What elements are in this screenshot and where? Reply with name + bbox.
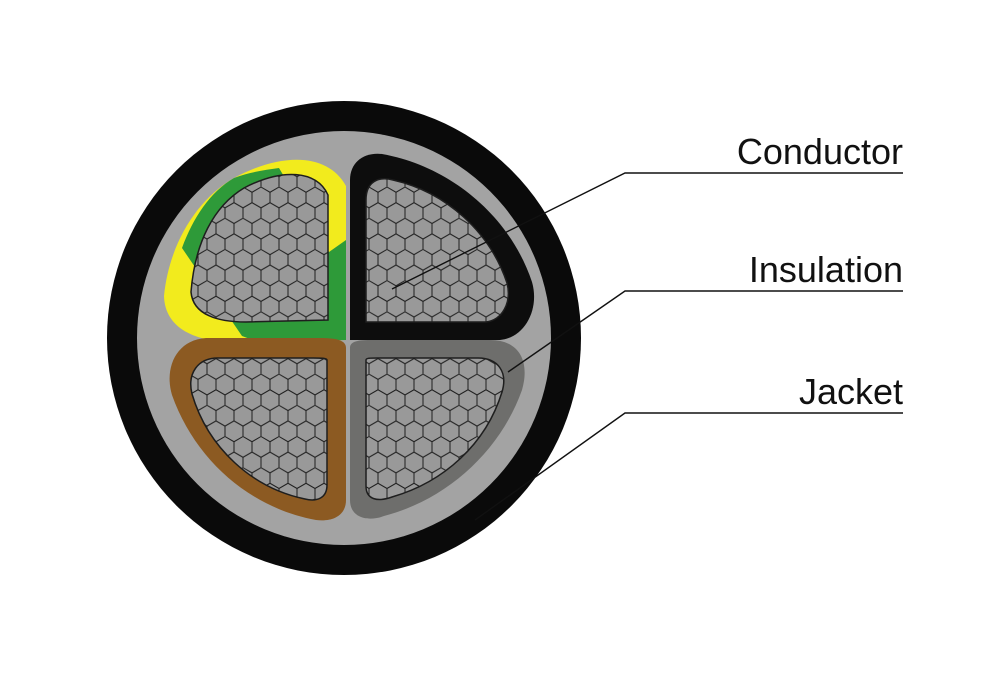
conductor-strands	[190, 357, 328, 501]
core-green-yellow	[164, 159, 346, 343]
leader-line-conductor	[391, 172, 903, 290]
leader-line-jacket	[474, 412, 903, 521]
leader-lines	[391, 172, 903, 521]
core-brown	[169, 338, 346, 521]
label-conductor: Conductor	[737, 131, 903, 172]
core-black	[350, 153, 535, 340]
label-jacket: Jacket	[799, 371, 903, 412]
label-insulation: Insulation	[749, 249, 903, 290]
core-grey	[350, 340, 525, 519]
leader-line-insulation	[507, 290, 903, 373]
conductor-strands	[365, 178, 509, 323]
conductor-strands	[190, 173, 329, 323]
conductor-strands	[365, 357, 505, 501]
